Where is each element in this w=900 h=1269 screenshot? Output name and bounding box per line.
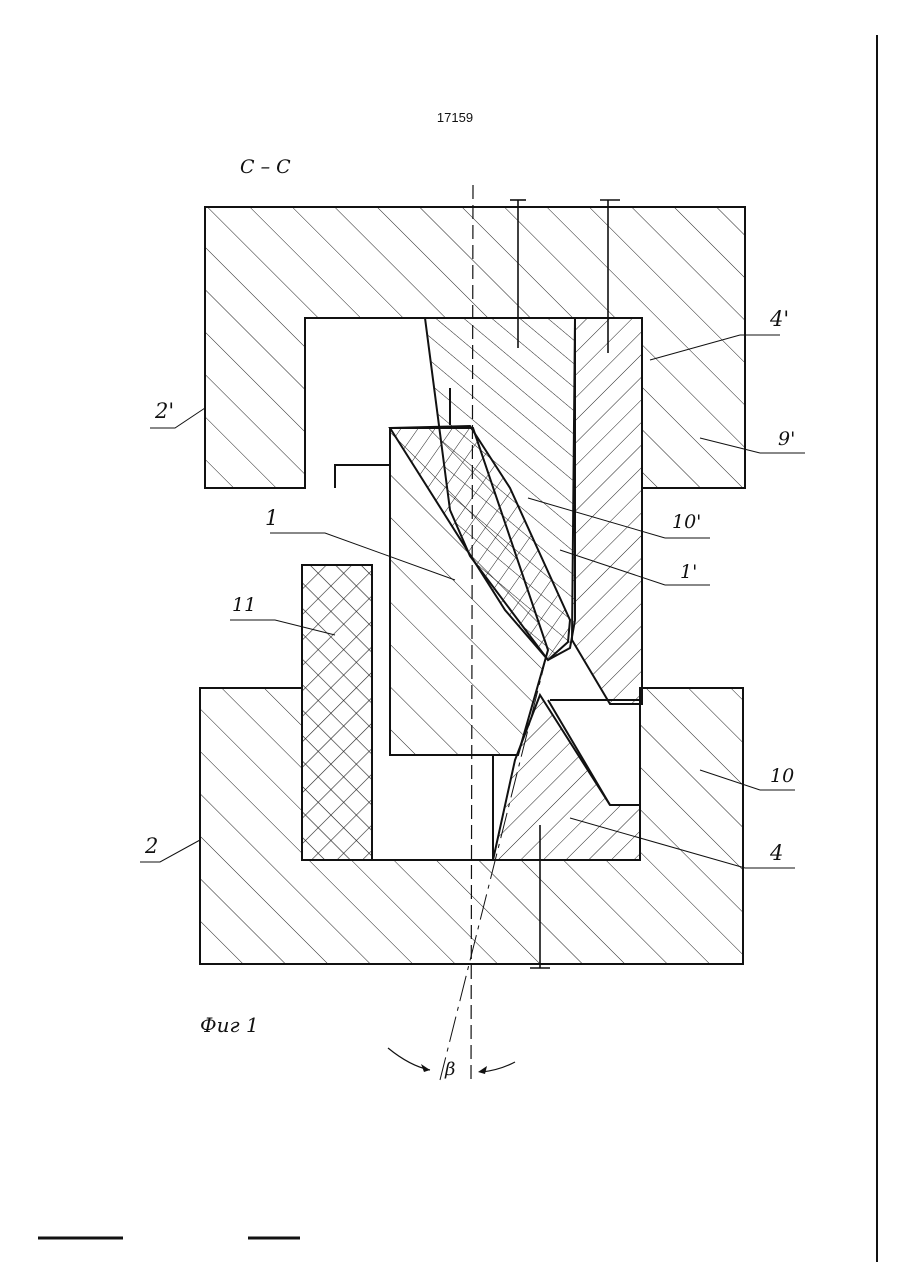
section-label: С – С — [240, 156, 291, 178]
angle-label: β — [444, 1059, 455, 1080]
label-upper-wedge: 10' — [672, 511, 701, 533]
label-upper-blade: 1' — [680, 561, 697, 583]
document-number: 17159 — [437, 110, 473, 125]
label-lower-insert: 4 — [769, 841, 783, 865]
upper-insert-block — [572, 318, 642, 704]
spring-pad — [302, 565, 372, 860]
label-upper-insert: 4' — [769, 307, 789, 331]
label-main-blade: 1 — [265, 506, 278, 530]
angle-arrow-right — [478, 1066, 487, 1074]
label-upper-face: 9' — [778, 428, 795, 450]
label-lower-face: 10 — [770, 765, 794, 787]
label-spring-pad: 11 — [232, 594, 256, 616]
label-lower-die: 2 — [144, 834, 158, 858]
angle-arc-right — [482, 1062, 515, 1072]
figure-label: Фиг 1 — [200, 1013, 259, 1037]
label-upper-die: 2' — [154, 399, 174, 423]
